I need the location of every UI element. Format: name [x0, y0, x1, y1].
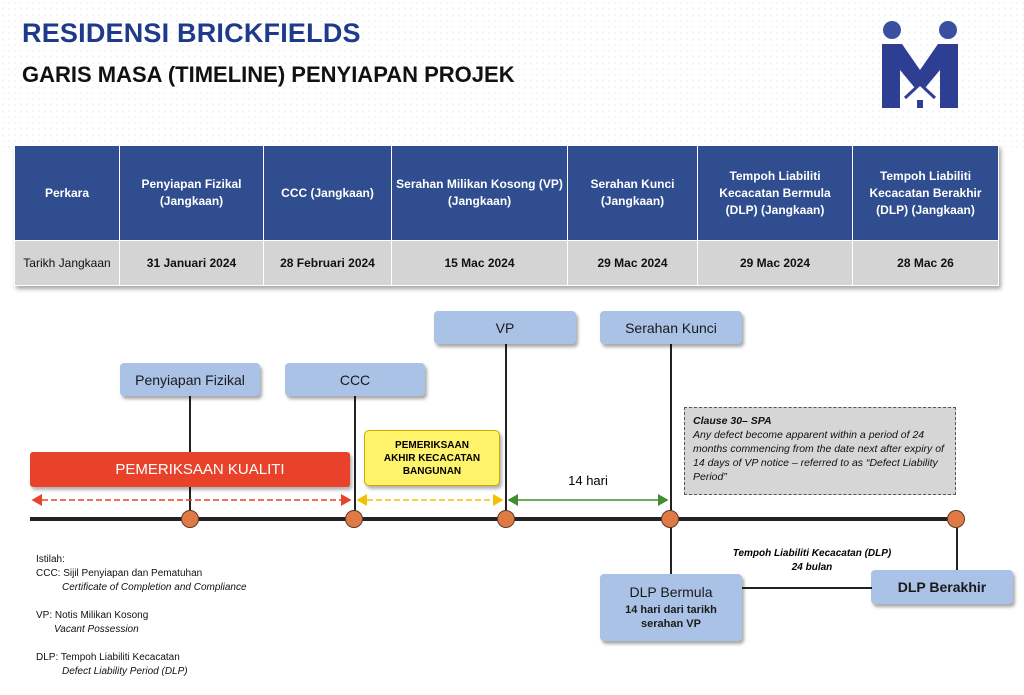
- schedule-table: Perkara Penyiapan Fizikal (Jangkaan) CCC…: [14, 145, 999, 286]
- milestone-ccc: CCC: [285, 363, 425, 396]
- milestone-vp: VP: [434, 311, 576, 344]
- glossary-vp-en: Vacant Possession: [54, 624, 139, 635]
- glossary-heading: Istilah:: [36, 554, 65, 565]
- milestone-dlp-bermula: DLP Bermula 14 hari dari tarikh serahan …: [600, 574, 742, 641]
- dlp-period-length: 24 bulan: [791, 562, 833, 573]
- clause-30-box: Clause 30– SPA Any defect become apparen…: [684, 407, 956, 495]
- header-cell: Tempoh Liabiliti Kecacatan Berakhir (DLP…: [852, 145, 999, 241]
- table-header-row: Perkara Penyiapan Fizikal (Jangkaan) CCC…: [14, 145, 999, 241]
- timeline-dot-ccc: [345, 510, 363, 528]
- table-cell: 31 Januari 2024: [119, 240, 264, 286]
- glossary-ccc-en: Certificate of Completion and Compliance: [62, 582, 247, 593]
- page-title: RESIDENSI BRICKFIELDS: [22, 18, 361, 48]
- table-cell: Tarikh Jangkaan: [14, 240, 120, 286]
- timeline-dot-penyiapan: [181, 510, 199, 528]
- clause-title: Clause 30– SPA: [693, 415, 772, 427]
- dlp-start-detail: 14 hari dari tarikh serahan VP: [625, 604, 717, 630]
- table-cell: 28 Mac 26: [852, 240, 999, 286]
- page-subtitle: GARIS MASA (TIMELINE) PENYIAPAN PROJEK: [22, 62, 515, 87]
- header-cell: CCC (Jangkaan): [263, 145, 392, 241]
- pemeriksaan-akhir-box: PEMERIKSAAN AKHIR KECACATAN BANGUNAN: [364, 430, 500, 486]
- milestone-dlp-berakhir: DLP Berakhir: [871, 570, 1013, 604]
- glossary-ccc-term: CCC: Sijil Penyiapan dan Pematuhan: [36, 568, 203, 579]
- connector-dlp-end: [956, 516, 958, 572]
- connector-ccc: [354, 394, 356, 516]
- dlp-period-line: [742, 587, 872, 589]
- header-cell: Serahan Kunci (Jangkaan): [567, 145, 698, 241]
- glossary-dlp-term: DLP: Tempoh Liabiliti Kecacatan: [36, 652, 180, 663]
- pemeriksaan-kualiti-bar: PEMERIKSAAN KUALITI: [30, 452, 350, 487]
- timeline-dot-kunci: [661, 510, 679, 528]
- clause-text: Any defect become apparent within a peri…: [693, 429, 944, 483]
- glossary: Istilah: CCC: Sijil Penyiapan dan Pematu…: [36, 553, 247, 679]
- header-cell: Perkara: [14, 145, 120, 241]
- glossary-dlp-en: Defect Liability Period (DLP): [62, 666, 188, 677]
- pemeriksaan-kualiti-label: PEMERIKSAAN KUALITI: [115, 461, 285, 478]
- milestone-serahan-kunci: Serahan Kunci: [600, 311, 742, 344]
- interval-14-hari: 14 hari: [568, 473, 608, 488]
- timeline-dot-vp: [497, 510, 515, 528]
- milestone-penyiapan-fizikal: Penyiapan Fizikal: [120, 363, 260, 396]
- timeline-dot-dlp-end: [947, 510, 965, 528]
- table-cell: 28 Februari 2024: [263, 240, 392, 286]
- connector-dlp-start: [670, 516, 672, 576]
- table-row: Tarikh Jangkaan 31 Januari 2024 28 Febru…: [14, 240, 999, 286]
- connector-vp: [505, 343, 507, 516]
- header-cell: Serahan Milikan Kosong (VP) (Jangkaan): [391, 145, 568, 241]
- table-cell: 29 Mac 2024: [567, 240, 698, 286]
- glossary-vp-term: VP: Notis Milikan Kosong: [36, 610, 149, 621]
- dlp-period-title: Tempoh Liabiliti Kecacatan (DLP): [732, 548, 892, 559]
- timeline-axis: [30, 517, 956, 521]
- dlp-start-title: DLP Bermula: [629, 584, 713, 600]
- pemeriksaan-akhir-label: PEMERIKSAAN AKHIR KECACATAN BANGUNAN: [383, 439, 481, 477]
- connector-kunci: [670, 343, 672, 516]
- table-cell: 15 Mac 2024: [391, 240, 568, 286]
- house-m-logo-icon: [882, 21, 958, 108]
- table-cell: 29 Mac 2024: [697, 240, 853, 286]
- header-cell: Penyiapan Fizikal (Jangkaan): [119, 145, 264, 241]
- header-background: [0, 0, 1024, 150]
